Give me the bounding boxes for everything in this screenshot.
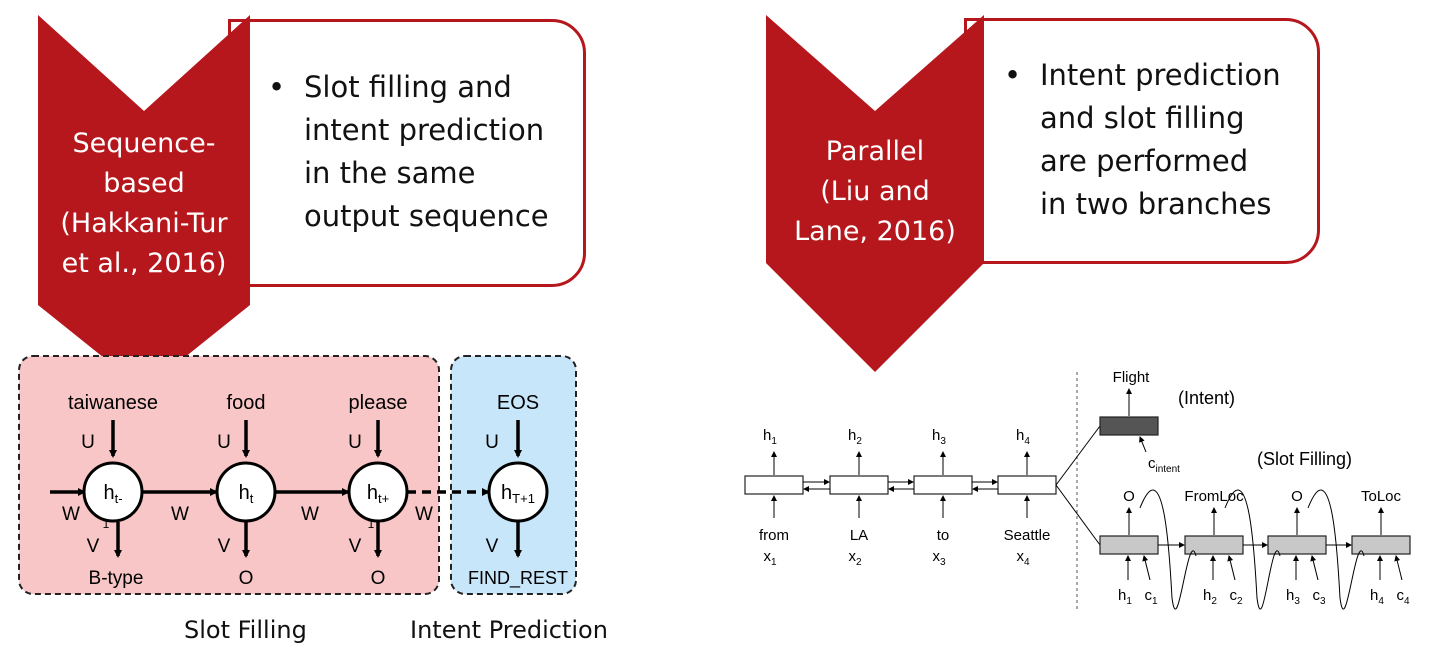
hidden-node [347, 461, 409, 523]
slot-context-input-arrow [1310, 555, 1319, 581]
slot-context-input-arrow [1227, 555, 1236, 581]
u-label: U [485, 432, 499, 453]
w-label: W [171, 504, 189, 525]
hidden-node-label: ht+ [367, 482, 389, 506]
slot-filling-tag: (Slot Filling) [1257, 449, 1352, 469]
slot-context-input-arrow [1142, 555, 1151, 581]
encoder-hidden-label: h2 [848, 427, 862, 447]
encoder-hidden-label: h1 [763, 427, 777, 447]
sequence-chevron-label: Sequence- based (Hakkani-Tur et al., 201… [60, 128, 228, 279]
slot-context-input-arrow [1394, 555, 1403, 581]
intent-branch-link [1055, 425, 1101, 486]
intent-tag: (Intent) [1178, 388, 1235, 408]
slot-hidden-input-label: h1 [1118, 587, 1132, 607]
encoder-cell [744, 475, 804, 495]
bullet-icon: • [268, 70, 286, 104]
bullet-icon: • [1004, 58, 1022, 92]
intent-cell [1099, 416, 1159, 436]
slot-cell [1351, 535, 1411, 555]
input-word: LA [850, 527, 868, 544]
slot-context-input-label: c3 [1312, 587, 1326, 607]
input-word: please [349, 392, 408, 414]
input-variable: x1 [763, 548, 777, 568]
hidden-node [82, 461, 144, 523]
slot-cell [1099, 535, 1159, 555]
v-label: V [218, 536, 231, 557]
input-variable: x2 [848, 548, 862, 568]
intent-context-arrow [1139, 436, 1147, 453]
parallel-chevron-label: Parallel (Liu and Lane, 2016) [794, 136, 956, 247]
hidden-node-label: ht [239, 482, 254, 506]
parallel-panel: • Intent prediction and slot filling are… [720, 0, 1438, 650]
v-label: V [87, 536, 100, 557]
u-label: U [348, 432, 362, 453]
output-label: O [371, 568, 386, 589]
input-variable: x3 [932, 548, 946, 568]
parallel-model-diagram: h1 h2 h3 h4 from LA to Seattle x1 x2 x3 … [744, 369, 1411, 612]
output-label: FIND_REST [468, 568, 568, 589]
encoder-hidden-label: h3 [932, 427, 946, 447]
encoder-cell [829, 475, 889, 495]
output-label: O [239, 568, 254, 589]
label-feedback-curve [1139, 489, 1197, 610]
slot-hidden-input-label: h4 [1370, 587, 1384, 607]
sequence-chevron [38, 15, 250, 390]
sequence-rnn-diagram: taiwanese food please EOS U U U U W W W … [18, 355, 577, 595]
slot-output-label: O [1291, 488, 1303, 505]
slot-context-input-label: c2 [1229, 587, 1243, 607]
sequence-description: • Slot filling and intent prediction in … [268, 66, 588, 246]
hidden-node [487, 461, 549, 523]
hidden-node-label: ht- [103, 482, 122, 506]
u-label: U [81, 432, 95, 453]
parallel-chevron [766, 15, 984, 372]
hidden-node-subscript: 1 [103, 517, 110, 531]
input-word: from [759, 527, 789, 544]
input-word: to [937, 527, 950, 544]
input-word: food [227, 392, 266, 414]
parallel-description-box [964, 18, 1320, 264]
slot-hidden-input-label: h2 [1203, 587, 1217, 607]
intent-prediction-caption: Intent Prediction [410, 616, 608, 644]
hidden-node-subscript: 1 [368, 517, 375, 531]
input-word: taiwanese [68, 392, 158, 414]
input-word: Seattle [1004, 527, 1051, 544]
v-label: V [486, 536, 499, 557]
slot-output-label: O [1123, 488, 1135, 505]
hidden-node-label: hT+1 [501, 482, 535, 506]
sequence-based-panel: • Slot filling and intent prediction in … [18, 15, 608, 644]
slot-context-input-label: c4 [1396, 587, 1410, 607]
label-feedback-curve [1224, 489, 1281, 610]
intent-output-label: Flight [1113, 369, 1151, 386]
slot-branch-link [1055, 484, 1101, 546]
w-label: W [301, 504, 319, 525]
slot-hidden-input-label: h3 [1286, 587, 1300, 607]
v-label: V [349, 536, 362, 557]
u-label: U [217, 432, 231, 453]
input-variable: x4 [1016, 548, 1030, 568]
sequence-description-box [228, 19, 586, 287]
label-feedback-curve [1307, 489, 1365, 610]
encoder-cell [997, 475, 1057, 495]
w-label: W [415, 504, 433, 525]
slot-context-input-label: c1 [1144, 587, 1158, 607]
slot-output-label: ToLoc [1361, 488, 1402, 505]
slot-output-label: FromLoc [1184, 488, 1244, 505]
parallel-description: • Intent prediction and slot filling are… [1004, 54, 1324, 234]
intent-context-label: cintent [1148, 455, 1180, 475]
hidden-node [215, 461, 277, 523]
input-word: EOS [497, 392, 539, 414]
encoder-cell [913, 475, 973, 495]
encoder-hidden-label: h4 [1016, 427, 1030, 447]
slot-filling-caption: Slot Filling [184, 616, 307, 644]
w-label: W [62, 504, 80, 525]
output-label: B-type [89, 568, 144, 589]
